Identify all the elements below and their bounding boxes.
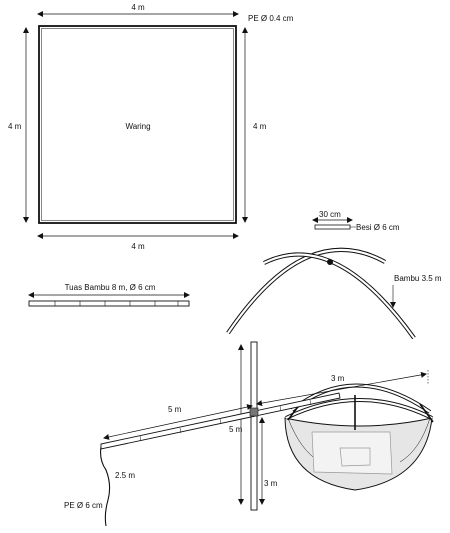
arm-to-net-line xyxy=(256,371,427,407)
lever-bamboo xyxy=(28,300,190,307)
bamboo-arm-left-outline xyxy=(226,247,387,335)
pivot-joint xyxy=(249,407,259,417)
lever-segments xyxy=(54,301,179,306)
net-inner-panel xyxy=(311,431,393,475)
net-inner-square xyxy=(339,447,371,467)
pull-rope xyxy=(100,446,111,527)
net-panel-outline xyxy=(38,25,237,224)
bamboo-arm-left-core xyxy=(227,248,386,334)
net-panel: 4 m PE Ø 0.4 cm 4 m Waring 4 m 4 m xyxy=(8,3,294,251)
lever-length-line xyxy=(103,404,253,440)
arm-label: Bambu 3.5 m xyxy=(394,274,442,283)
iron-connector xyxy=(314,224,351,230)
net-panel-label: Waring xyxy=(125,122,150,131)
net-material-label: PE Ø 0.4 cm xyxy=(248,14,294,23)
pole-height-label: 5 m xyxy=(229,425,243,434)
connector-material-label: Besi Ø 6 cm xyxy=(356,223,400,232)
frame-joint xyxy=(327,259,333,265)
rope-length-label: 2.5 m xyxy=(115,471,135,480)
rope-material-label: PE Ø 6 cm xyxy=(64,501,103,510)
bottom-dimension-label: 4 m xyxy=(131,242,145,251)
assembly-detail: 5 m 3 m 5 m 3 m 2.5 m PE Ø 6 cm xyxy=(64,341,434,527)
connector-length-label: 30 cm xyxy=(319,210,341,219)
net-panel-inner-edge xyxy=(41,28,234,221)
lever-detail: Tuas Bambu 8 m, Ø 6 cm xyxy=(28,283,190,307)
pivot-height-label: 3 m xyxy=(264,479,278,488)
bamboo-arm-right-core xyxy=(263,253,415,339)
vertical-pole xyxy=(250,341,258,511)
lever-label: Tuas Bambu 8 m, Ø 6 cm xyxy=(65,283,156,292)
right-dimension-label: 4 m xyxy=(253,122,267,131)
lever-length-label: 5 m xyxy=(168,405,182,414)
left-dimension-label: 4 m xyxy=(8,122,22,131)
top-dimension-label: 4 m xyxy=(131,3,145,12)
frame-detail: 30 cm Besi Ø 6 cm Bambu 3.5 m xyxy=(226,210,442,340)
arm-to-net-label: 3 m xyxy=(331,374,345,383)
